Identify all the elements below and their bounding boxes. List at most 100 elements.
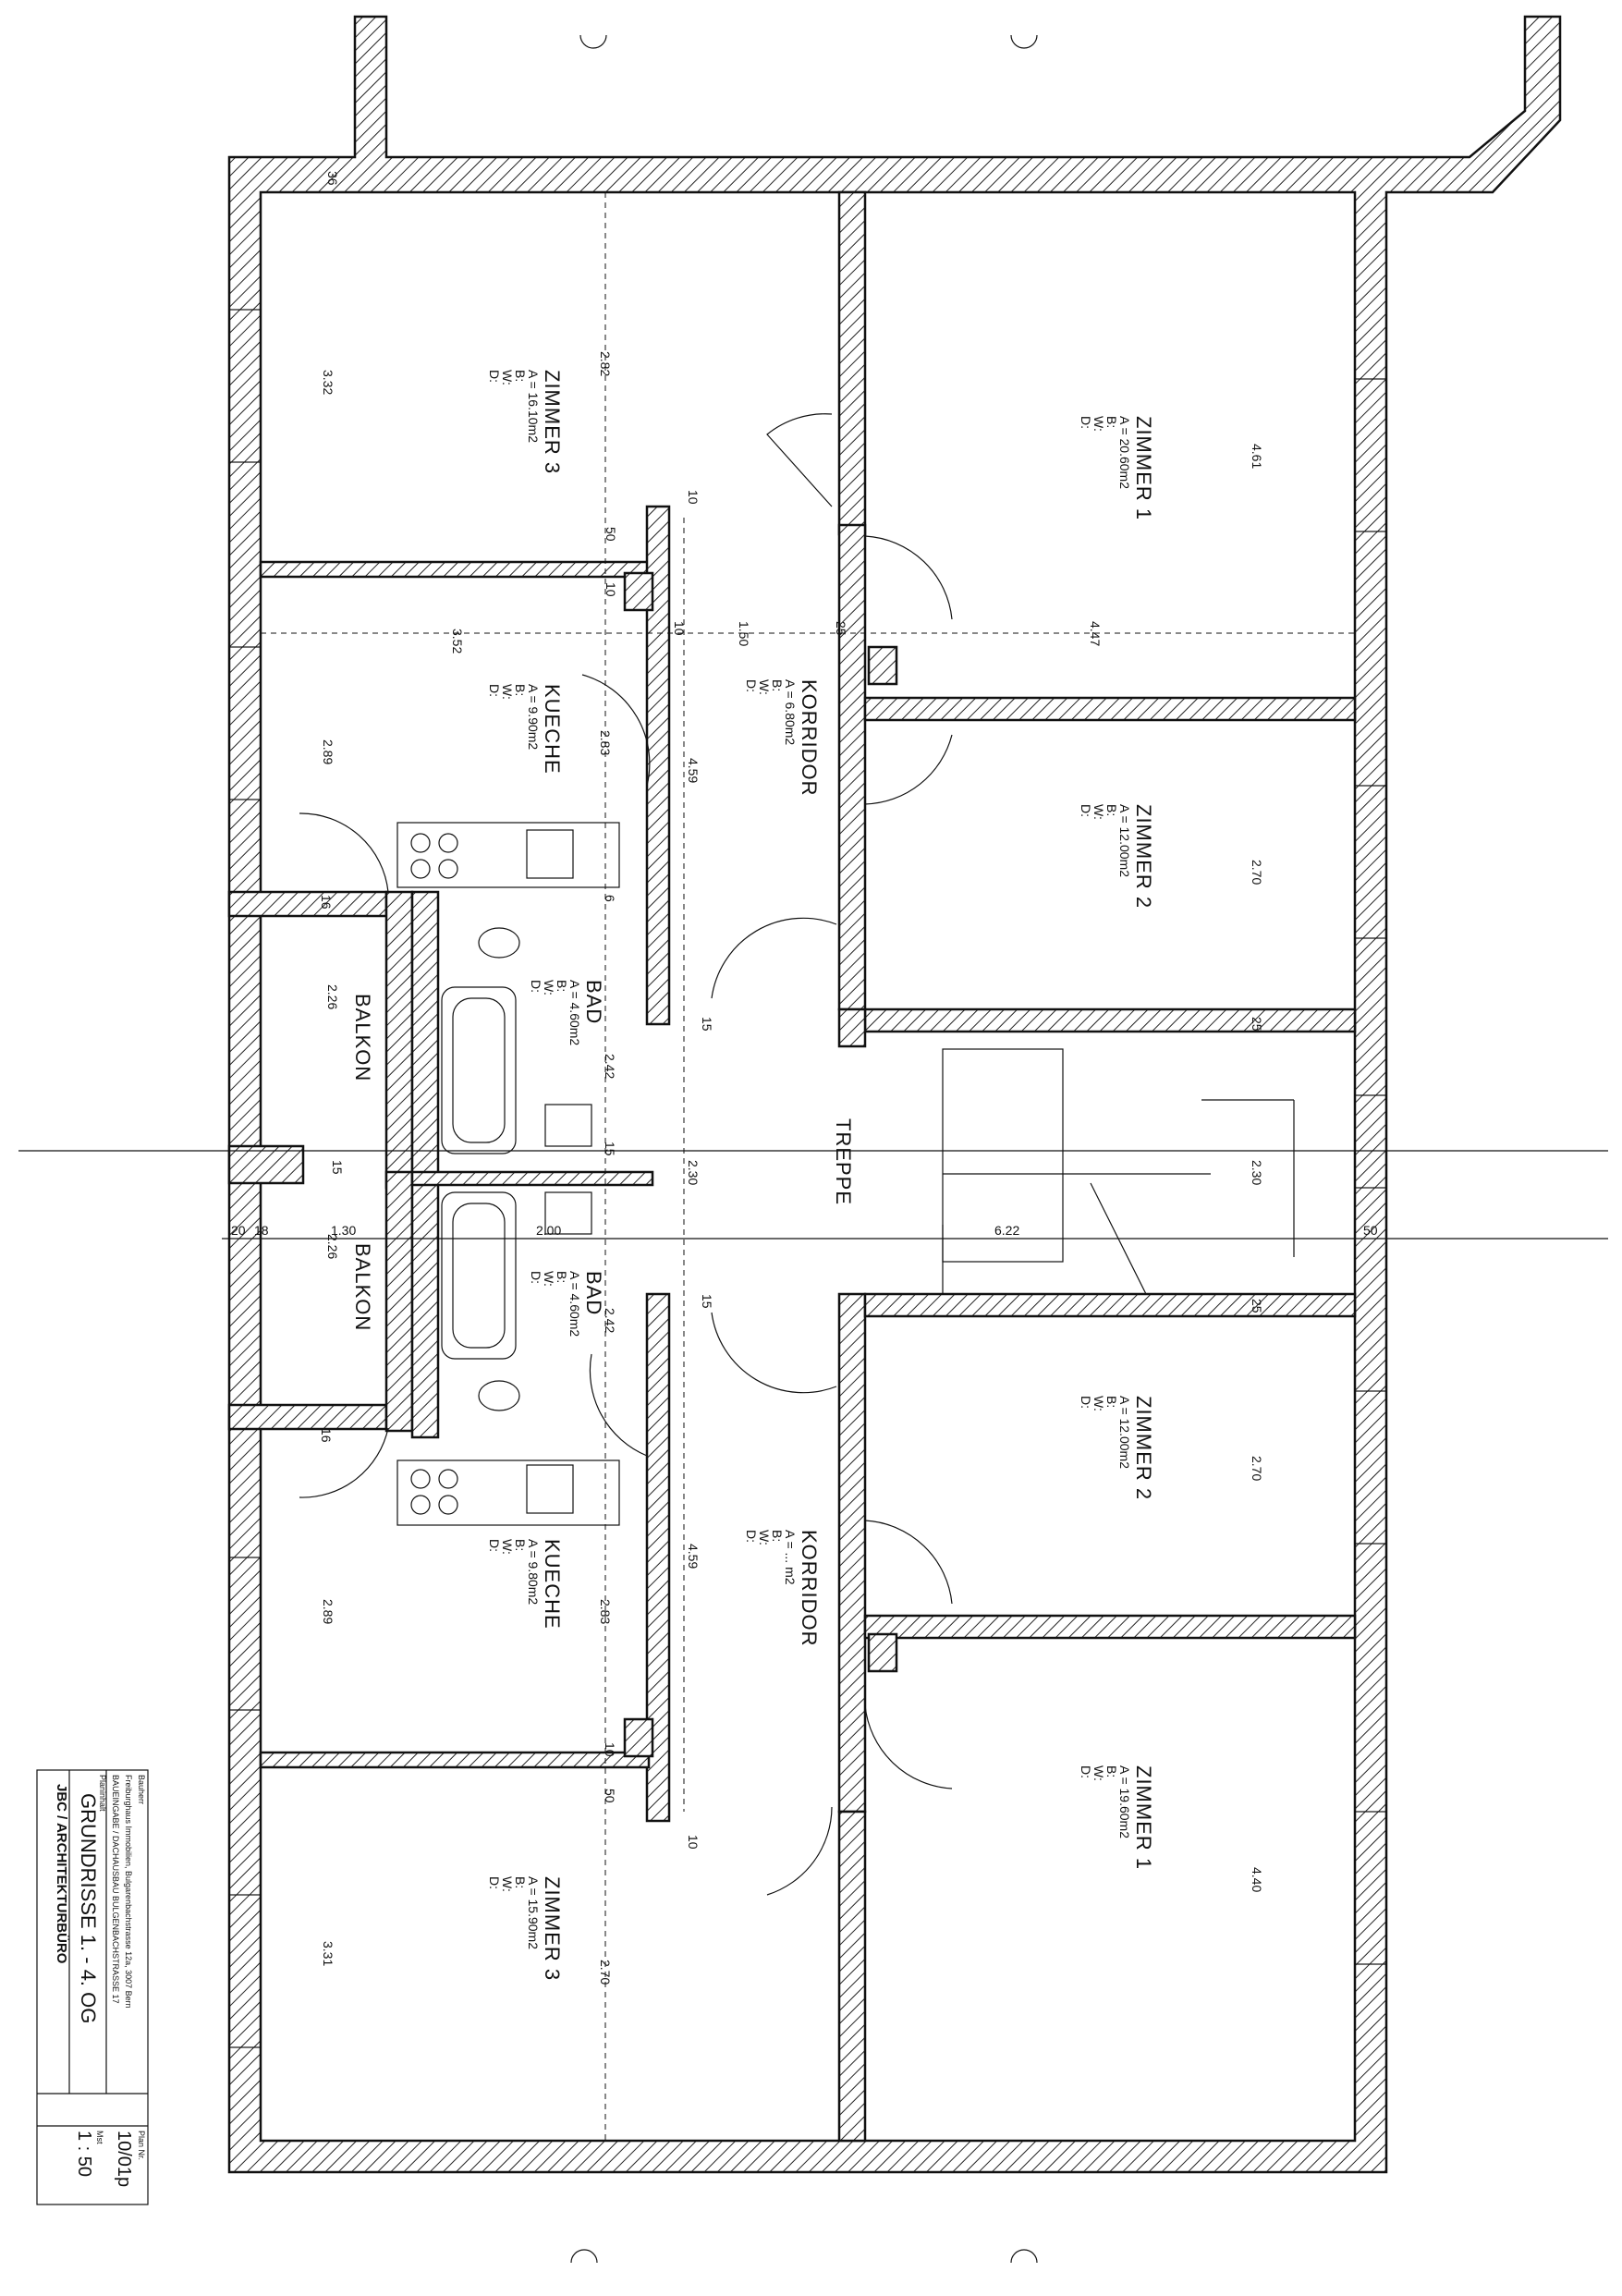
dimension-label: 10 — [604, 582, 618, 597]
dimension-label: 2.70 — [1250, 1456, 1264, 1481]
room-zimmer2-upper: ZIMMER 2 A = 12.00m2 B: W: D: — [1079, 804, 1155, 909]
room-d: D: — [1079, 1765, 1093, 1778]
room-korridor-upper: KORRIDOR A = 6.80m2 B: W: D: — [744, 679, 821, 797]
room-b: B: — [1104, 416, 1119, 428]
dimension-label: 2.42 — [603, 1308, 617, 1333]
punch-hole-mark — [1010, 34, 1038, 49]
room-name: ZIMMER 1 — [1132, 1765, 1155, 1870]
dimension-label: 10 — [686, 490, 701, 505]
room-w: W: — [1091, 804, 1106, 820]
room-name: KORRIDOR — [798, 1530, 821, 1647]
title-plan-row: Planinhalt GRUNDRISSE 1. - 4. OG — [77, 1775, 107, 2023]
room-b: B: — [770, 1530, 785, 1542]
dimension-label: 1.30 — [331, 1223, 356, 1238]
punch-holes — [570, 34, 1038, 2264]
room-d: D: — [1079, 804, 1093, 817]
room-w: W: — [542, 1271, 556, 1287]
title-block: Bauherr Freiburghaus Immobilien, Bulgare… — [36, 1769, 149, 2205]
room-area: A = 6.80m2 — [783, 679, 798, 745]
room-kueche-upper: KUECHE A = 9.90m2 B: W: D: — [487, 684, 564, 775]
room-w: W: — [500, 1876, 515, 1892]
dimension-label: 2.82 — [598, 351, 613, 376]
stair-drawing — [942, 1048, 1295, 1295]
dimension-label: 50 — [1363, 1223, 1378, 1238]
room-name: BALKON — [351, 1243, 374, 1331]
dimension-label: 10 — [672, 621, 687, 636]
dimension-label: 2.30 — [686, 1160, 701, 1185]
room-d: D: — [744, 679, 759, 692]
dimension-label: 4.40 — [1250, 1867, 1264, 1892]
fixtures — [396, 822, 620, 1526]
dimension-label: 2.00 — [536, 1223, 561, 1238]
dimension-label: 15 — [700, 1017, 714, 1032]
exterior-walls — [227, 15, 1562, 2174]
dimension-label: 6.22 — [994, 1223, 1019, 1238]
room-name: ZIMMER 3 — [541, 1876, 564, 1981]
room-b: B: — [513, 1876, 528, 1888]
title-client: Freiburghaus Immobilien, Bulgarenbachstr… — [124, 1775, 133, 2009]
room-d: D: — [1079, 416, 1093, 429]
room-zimmer1-upper: ZIMMER 1 A = 20.60m2 B: W: D: — [1079, 416, 1155, 520]
room-d: D: — [1079, 1396, 1093, 1409]
dimension-label: 2.70 — [1250, 860, 1264, 885]
room-w: W: — [542, 980, 556, 995]
room-name: ZIMMER 2 — [1132, 804, 1155, 909]
room-bad-upper: BAD A = 4.60m2 B: W: D: — [529, 980, 605, 1045]
title-plan-no: Plan Nr. 10/01p — [114, 2131, 146, 2187]
room-w: W: — [1091, 416, 1106, 432]
dimension-label: 6 — [603, 895, 617, 902]
dimension-label: 4.59 — [686, 1544, 701, 1569]
room-dim: 2.26 — [325, 984, 340, 1009]
windows — [228, 309, 1387, 2048]
stair-name: TREPPE — [832, 1118, 855, 1205]
room-d: D: — [487, 1876, 502, 1889]
dimension-label: 36 — [325, 171, 340, 186]
dimension-label: 16 — [319, 895, 334, 910]
room-w: W: — [757, 679, 772, 695]
room-b: B: — [1104, 1765, 1119, 1777]
room-korridor-lower: KORRIDOR A = ... m2 B: W: D: — [744, 1530, 821, 1647]
doors — [299, 413, 953, 1896]
title-scale-value: 1 : 50 — [74, 2131, 94, 2177]
dimension-lines — [18, 192, 1608, 2141]
room-zimmer3-lower: ZIMMER 3 A = 15.90m2 B: W: D: — [487, 1876, 564, 1981]
room-name: KORRIDOR — [798, 679, 821, 797]
title-plan-title: GRUNDRISSE 1. - 4. OG — [77, 1793, 100, 2023]
room-name: ZIMMER 3 — [541, 370, 564, 474]
dimension-label: 3.52 — [450, 629, 465, 653]
dimension-label: 4.47 — [1088, 621, 1103, 646]
dimension-label: 15 — [700, 1294, 714, 1309]
dimension-label: 15 — [330, 1160, 345, 1175]
room-b: B: — [770, 679, 785, 691]
dimension-label: 3.31 — [321, 1941, 335, 1966]
room-name: BAD — [582, 1271, 605, 1315]
punch-hole-mark — [1010, 2249, 1038, 2264]
dimension-label: 25 — [1250, 1017, 1264, 1032]
room-name: KUECHE — [541, 684, 564, 775]
room-b: B: — [555, 980, 569, 992]
room-area: A = ... m2 — [783, 1530, 798, 1585]
room-zimmer3-upper: ZIMMER 3 A = 16.10m2 B: W: D: — [487, 370, 564, 474]
room-name: BAD — [582, 980, 605, 1024]
dimension-label: 2.70 — [598, 1960, 613, 1985]
title-project: BAUEINGABE / DACHAUSBAU BULGENBACHSTRASS… — [111, 1775, 120, 2004]
room-kueche-lower: KUECHE A = 9.80m2 B: W: D: — [487, 1539, 564, 1630]
stair-label: TREPPE — [832, 1118, 855, 1205]
room-zimmer1-lower: ZIMMER 1 A = 19.60m2 B: W: D: — [1079, 1765, 1155, 1870]
dimension-label: 3.32 — [321, 370, 335, 395]
room-b: B: — [513, 684, 528, 696]
room-d: D: — [487, 684, 502, 697]
punch-hole-mark — [570, 2249, 598, 2264]
dimension-label: 2.83 — [598, 1599, 613, 1624]
title-office-row: JBC / ARCHITEKTURBÜRO — [54, 1784, 69, 1964]
room-name: ZIMMER 1 — [1132, 416, 1155, 520]
dimension-label: 50 — [604, 527, 618, 542]
dimension-label: 2.89 — [321, 1599, 335, 1624]
dimension-label: 10 — [686, 1835, 701, 1850]
room-name: BALKON — [351, 994, 374, 1081]
dimension-label: 18 — [254, 1223, 269, 1238]
room-d: D: — [487, 370, 502, 383]
room-area: A = 9.90m2 — [526, 684, 541, 750]
room-w: W: — [1091, 1396, 1106, 1411]
